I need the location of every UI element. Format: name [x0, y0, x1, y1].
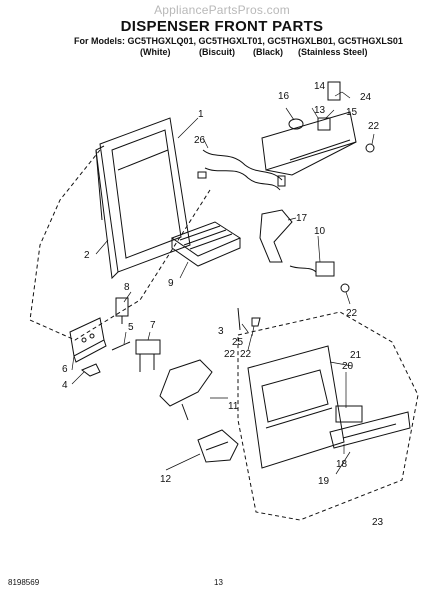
- ice-chute-door: [159, 359, 213, 421]
- wiring-harness: [197, 149, 286, 191]
- callout-19: 19: [318, 476, 330, 487]
- callout-12: 12: [160, 474, 172, 485]
- callout-22b: 22: [346, 308, 358, 319]
- switch-box: [69, 317, 107, 363]
- callout-3: 3: [218, 326, 224, 337]
- callout-15: 15: [346, 107, 358, 118]
- front-panel: [247, 345, 345, 469]
- callout-17: 17: [296, 213, 308, 224]
- models-line: For Models: GC5THGXLQ01, GC5THGXLT01, GC…: [74, 36, 403, 46]
- lever-arm: [259, 209, 293, 263]
- screw-and-tab: [237, 307, 261, 331]
- callout-22a: 22: [368, 121, 380, 132]
- variant-biscuit: (Biscuit): [199, 47, 235, 57]
- callout-24: 24: [360, 92, 372, 103]
- leader-lines: [71, 91, 375, 475]
- clip: [81, 363, 101, 377]
- callout-10: 10: [314, 226, 326, 237]
- callout-20: 20: [342, 361, 354, 372]
- doc-number: 8198569: [8, 578, 40, 587]
- solenoid-cylinder: [115, 297, 129, 324]
- callout-22c: 22: [240, 349, 252, 360]
- page-number: 13: [214, 578, 223, 587]
- dispenser-frame: [95, 117, 191, 280]
- dispenser-housing: [261, 81, 375, 176]
- callout-25: 25: [232, 337, 244, 348]
- drip-tray: [170, 221, 242, 267]
- variant-black: (Black): [253, 47, 284, 57]
- callout-13: 13: [314, 105, 326, 116]
- callout-5: 5: [128, 322, 134, 333]
- callout-9: 9: [168, 278, 174, 289]
- ice-cup: [197, 429, 239, 463]
- callout-14: 14: [314, 81, 326, 92]
- spring-actuator: [111, 339, 161, 372]
- callout-1: 1: [198, 109, 204, 120]
- actuator: [289, 261, 350, 293]
- callout-23: 23: [372, 517, 384, 528]
- callout-7: 7: [150, 320, 156, 331]
- control-board: [329, 405, 411, 449]
- callout-18: 18: [336, 459, 348, 470]
- page-title: DISPENSER FRONT PARTS: [120, 18, 324, 35]
- callout-4: 4: [62, 380, 68, 391]
- callout-21: 21: [350, 350, 362, 361]
- watermark: AppliancePartsPros.com: [154, 3, 290, 17]
- callout-16: 16: [278, 91, 290, 102]
- callout-6: 6: [62, 364, 68, 375]
- callout-22d: 22: [224, 349, 236, 360]
- variant-white: (White): [140, 47, 171, 57]
- assembly-outline-left: [29, 149, 211, 341]
- callout-11: 11: [228, 401, 239, 412]
- callout-26: 26: [194, 135, 206, 146]
- callout-2: 2: [84, 250, 90, 261]
- assembly-outline-right: [237, 311, 419, 521]
- callout-8: 8: [124, 282, 130, 293]
- variant-stainless: (Stainless Steel): [298, 47, 368, 57]
